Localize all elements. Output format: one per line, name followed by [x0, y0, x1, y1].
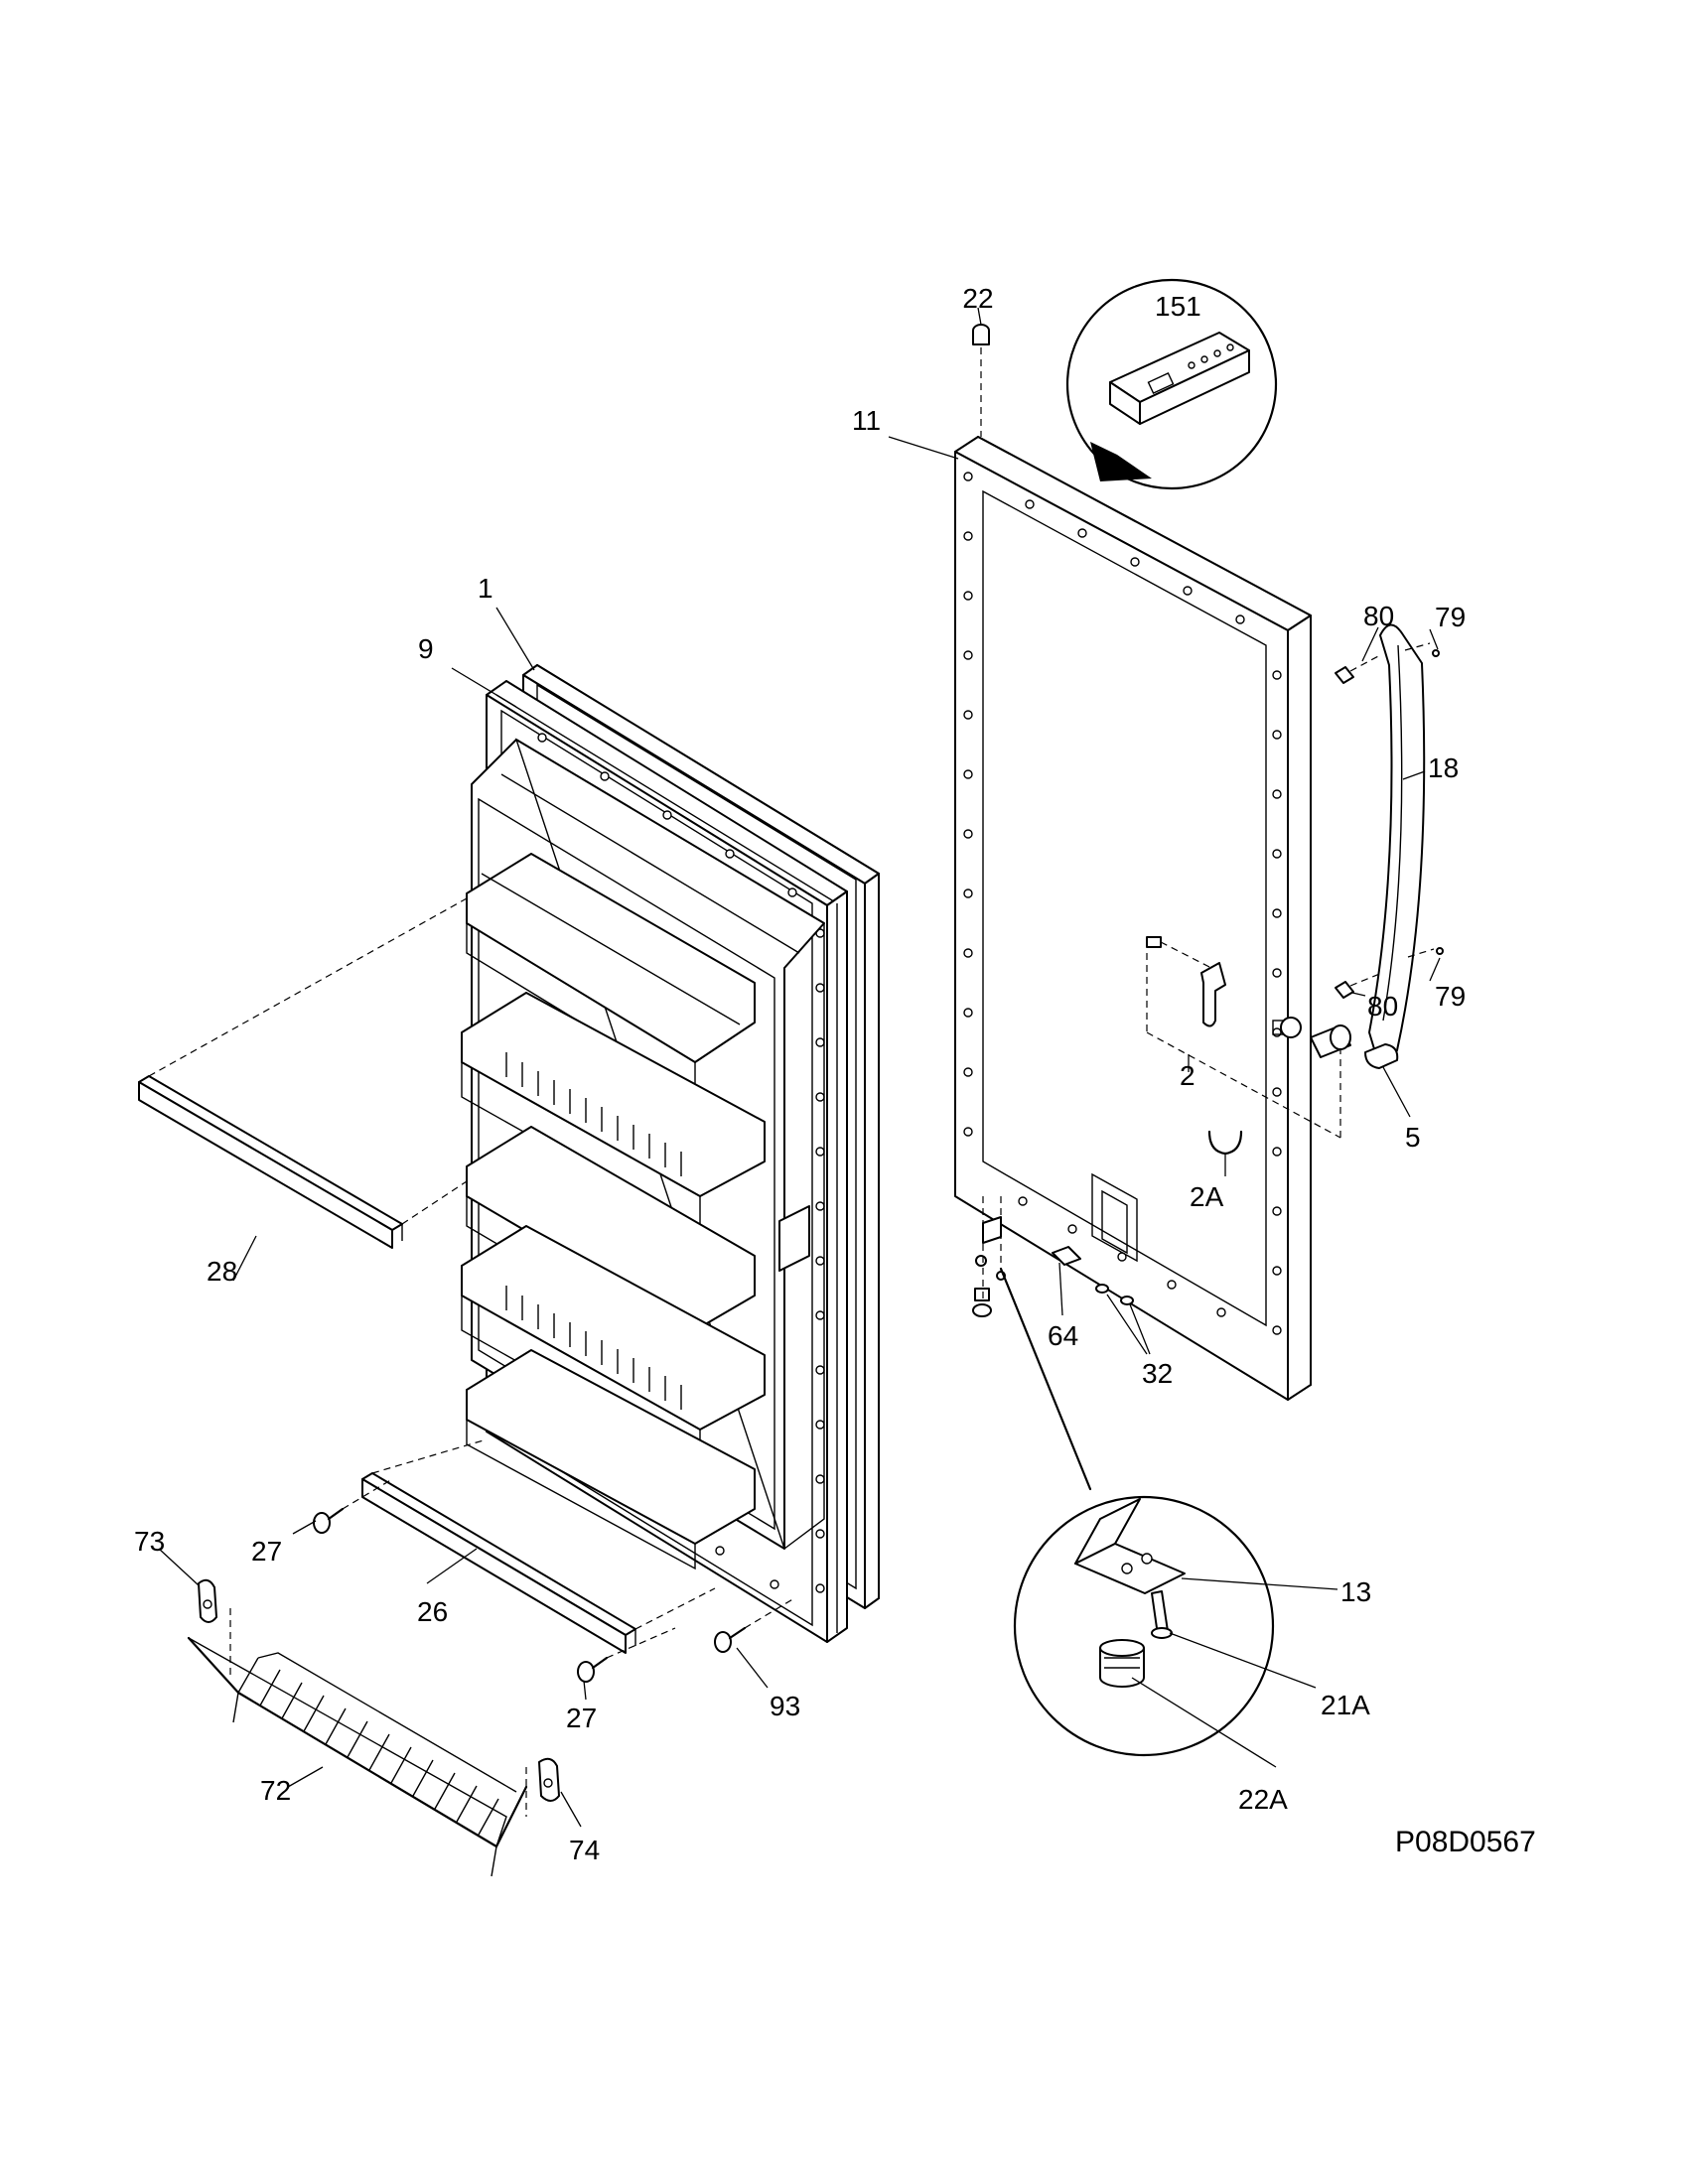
control-panel-detail-151 [1065, 278, 1278, 490]
callout-73: 73 [134, 1526, 165, 1557]
lock-clip-2A [1207, 1130, 1243, 1176]
door-panel-screw-holes [963, 472, 1282, 1335]
seal-plate-64 [1052, 1246, 1081, 1266]
callout-18: 18 [1428, 752, 1459, 783]
bin-ribs-lower [505, 1286, 682, 1410]
callout-5: 5 [1405, 1122, 1421, 1153]
callout-28: 28 [207, 1256, 237, 1287]
lock-cylinder [1280, 1017, 1351, 1058]
screw-93 [714, 1597, 795, 1653]
diagram-code: P08D0567 [1395, 1826, 1536, 1858]
bottom-hinge-parts [972, 1196, 1006, 1317]
handle-plug-79-top [1404, 642, 1440, 657]
callout-1: 1 [478, 573, 493, 604]
plug-22A [1099, 1639, 1145, 1688]
screw-21A [1151, 1590, 1173, 1639]
callout-26: 26 [417, 1596, 448, 1627]
outer-door-panel [954, 436, 1312, 1401]
callout-64: 64 [1048, 1320, 1078, 1351]
washers-32 [1095, 1284, 1134, 1305]
basket-clip-73 [198, 1578, 217, 1623]
liner-bins [461, 738, 825, 1570]
shelf-rail-26 [361, 1438, 716, 1654]
callout-13: 13 [1340, 1576, 1371, 1607]
bin-ribs-upper [505, 1052, 682, 1176]
callout-27-upper: 27 [251, 1536, 282, 1567]
callout-27-lower: 27 [566, 1703, 597, 1733]
handle-plug-79-bottom [1407, 947, 1444, 958]
screw-27-lower [577, 1627, 676, 1683]
callout-80-bottom: 80 [1367, 991, 1398, 1022]
callout-74: 74 [569, 1835, 600, 1865]
callout-labels: 1 9 22 151 11 80 79 18 80 79 2 5 2A 28 6… [134, 283, 1466, 1865]
lock-key-5 [1364, 1043, 1399, 1069]
shelf-rail-28 [138, 897, 468, 1249]
callout-21A: 21A [1321, 1690, 1370, 1720]
callout-72: 72 [260, 1775, 291, 1806]
callout-2: 2 [1180, 1060, 1196, 1091]
handle-screw-80-top [1335, 654, 1381, 684]
callout-79-bottom: 79 [1435, 981, 1466, 1012]
screw-27-upper [313, 1478, 393, 1534]
callout-22A: 22A [1238, 1784, 1288, 1815]
callout-2A: 2A [1190, 1181, 1224, 1212]
callout-79-top: 79 [1435, 602, 1466, 632]
wire-basket-72 [187, 1608, 528, 1877]
callout-80-top: 80 [1363, 601, 1394, 631]
callout-93: 93 [770, 1691, 800, 1721]
lock-hook-2 [1146, 936, 1341, 1139]
handle-screw-80-bottom [1335, 972, 1383, 999]
door-handle-18 [1368, 623, 1426, 1061]
leader-lines [158, 307, 1441, 1828]
top-cap-22 [972, 324, 990, 437]
hinge-detail-circle [999, 1267, 1275, 1757]
callout-9: 9 [418, 633, 434, 664]
callout-22: 22 [962, 283, 993, 314]
callout-11: 11 [852, 405, 881, 436]
callout-151: 151 [1155, 291, 1201, 322]
basket-clip-74 [538, 1757, 560, 1802]
callout-32: 32 [1142, 1358, 1173, 1389]
door-panel-lower-slot [1091, 1172, 1138, 1263]
